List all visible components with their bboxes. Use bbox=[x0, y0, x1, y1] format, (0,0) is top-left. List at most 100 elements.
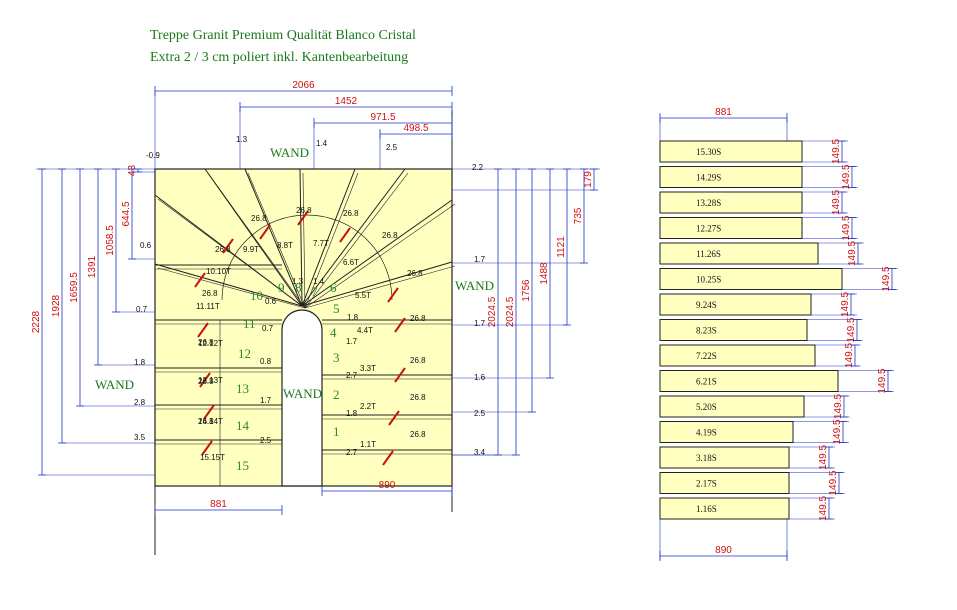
riser-part-label: 10.25S bbox=[696, 275, 721, 285]
riser-part-label: 5.20S bbox=[696, 402, 717, 412]
small-dim: 3.4 bbox=[474, 448, 486, 457]
tread-width-label: 26.8 bbox=[202, 289, 218, 298]
riser-part bbox=[659, 242, 819, 265]
tread-code: 5.5T bbox=[355, 291, 371, 300]
riser-part bbox=[659, 140, 803, 163]
cut-mark bbox=[387, 287, 399, 303]
step-number: 11 bbox=[243, 316, 256, 331]
dim-top-971: 971.5 bbox=[370, 112, 395, 123]
riser-part-label: 1.16S bbox=[696, 504, 717, 514]
cut-mark bbox=[259, 224, 271, 240]
tread-code: 11.11T bbox=[196, 302, 220, 311]
small-dim: 3.5 bbox=[134, 433, 146, 442]
dim-left-1: 1928 bbox=[51, 294, 62, 317]
step-number: 4 bbox=[330, 325, 337, 340]
tread-code: 12.12T bbox=[198, 339, 223, 348]
winder-line bbox=[299, 168, 303, 307]
step-number: 15 bbox=[236, 458, 249, 473]
small-dim: 2.5 bbox=[260, 436, 272, 445]
riser-height-dim: 149.5 bbox=[841, 164, 852, 189]
step-number: 13 bbox=[236, 381, 249, 396]
tread-code: 15.15T bbox=[200, 453, 225, 462]
stair-well bbox=[281, 309, 323, 487]
wand-label: WAND bbox=[283, 386, 322, 401]
riser-height-dim: 149.5 bbox=[846, 317, 857, 342]
dim-bottom-left: 881 bbox=[210, 499, 227, 510]
dim-right-3: 1488 bbox=[539, 262, 550, 285]
cut-mark bbox=[388, 410, 400, 426]
riser-part bbox=[659, 497, 790, 520]
tread-width-label: 26.8 bbox=[215, 245, 231, 254]
tread-code: 4.4T bbox=[357, 326, 373, 335]
tread-width-label: 26.8 bbox=[198, 417, 214, 426]
winder-line bbox=[301, 168, 406, 307]
tread-code: 2.2T bbox=[360, 402, 376, 411]
riser-height-dim: 149.5 bbox=[831, 190, 842, 215]
winder-line bbox=[154, 263, 303, 307]
riser-part bbox=[659, 268, 843, 290]
small-dim: 0.7 bbox=[136, 305, 148, 314]
tread-width-label: 26.8 bbox=[198, 377, 214, 386]
winder-line bbox=[157, 267, 306, 309]
tread-width-label: 26.8 bbox=[407, 269, 423, 278]
riser-part-label: 15.30S bbox=[696, 147, 721, 157]
riser-part bbox=[659, 217, 803, 239]
dim-left-4: 1058.5 bbox=[105, 225, 116, 256]
riser-height-dim: 149.5 bbox=[841, 215, 852, 240]
winder-line bbox=[244, 168, 303, 307]
winder-line bbox=[301, 168, 356, 307]
tread-code: 6.6T bbox=[343, 258, 359, 267]
riser-part bbox=[659, 319, 808, 341]
cut-mark bbox=[222, 238, 234, 254]
riser-height-dim: 149.5 bbox=[828, 470, 839, 495]
step-number: 9 bbox=[278, 280, 285, 295]
riser-part bbox=[659, 166, 803, 188]
small-dim: 1.8 bbox=[347, 313, 359, 322]
riser-part bbox=[659, 293, 812, 316]
small-dim: 2.5 bbox=[386, 143, 398, 152]
step-number: 1 bbox=[333, 424, 340, 439]
winder-line bbox=[304, 172, 359, 309]
title-line-2: Extra 2 / 3 cm poliert inkl. Kantenbearb… bbox=[150, 50, 409, 65]
dim-left-2: 1659.5 bbox=[69, 272, 80, 303]
tread-code: 13.13T bbox=[198, 376, 223, 385]
riser-part-label: 2.17S bbox=[696, 479, 717, 489]
riser-height-dim: 149.5 bbox=[847, 241, 858, 266]
riser-height-dim: 149.5 bbox=[818, 496, 829, 521]
riser-part bbox=[659, 191, 803, 214]
small-dim: 1.4 bbox=[313, 277, 325, 286]
riser-height-dim: 149.5 bbox=[818, 445, 829, 470]
step-number: 5 bbox=[333, 301, 340, 316]
winder-line bbox=[302, 172, 306, 309]
small-dim: 1.7 bbox=[474, 255, 486, 264]
riser-height-dim: 149.5 bbox=[840, 292, 851, 317]
dim-left-3: 1391 bbox=[87, 255, 98, 278]
riser-height-dim: 149.5 bbox=[831, 139, 842, 164]
winder-line bbox=[247, 172, 306, 309]
small-dim: 0.8 bbox=[260, 357, 272, 366]
title-line-1: Treppe Granit Premium Qualität Blanco Cr… bbox=[150, 28, 416, 43]
tread-code: 14.14T bbox=[198, 417, 223, 426]
tread-width-label: 26.8 bbox=[410, 314, 426, 323]
dim-bottom-right: 890 bbox=[379, 480, 396, 491]
cut-mark bbox=[394, 367, 406, 383]
cut-mark bbox=[339, 227, 351, 243]
dim-left-0: 2228 bbox=[31, 310, 42, 333]
stair-plan bbox=[154, 110, 456, 555]
riser-part-label: 4.19S bbox=[696, 428, 717, 438]
tread-code: 1.1T bbox=[360, 440, 376, 449]
small-dim: 1.4 bbox=[316, 139, 328, 148]
dim-left-6: 43 bbox=[127, 165, 138, 177]
step-number: 8 bbox=[295, 280, 302, 295]
riser-part-label: 11.26S bbox=[696, 249, 721, 259]
small-dim: 1.7 bbox=[260, 396, 272, 405]
small-dim: 0.6 bbox=[140, 241, 152, 250]
winder-line bbox=[207, 172, 306, 309]
small-dim: 0.7 bbox=[262, 324, 274, 333]
tread-code: 7.7T bbox=[313, 239, 329, 248]
cut-mark bbox=[394, 317, 406, 333]
riser-part-label: 12.27S bbox=[696, 224, 721, 234]
small-dim: 1.6 bbox=[474, 373, 486, 382]
small-dim: 1.3 bbox=[292, 277, 304, 286]
